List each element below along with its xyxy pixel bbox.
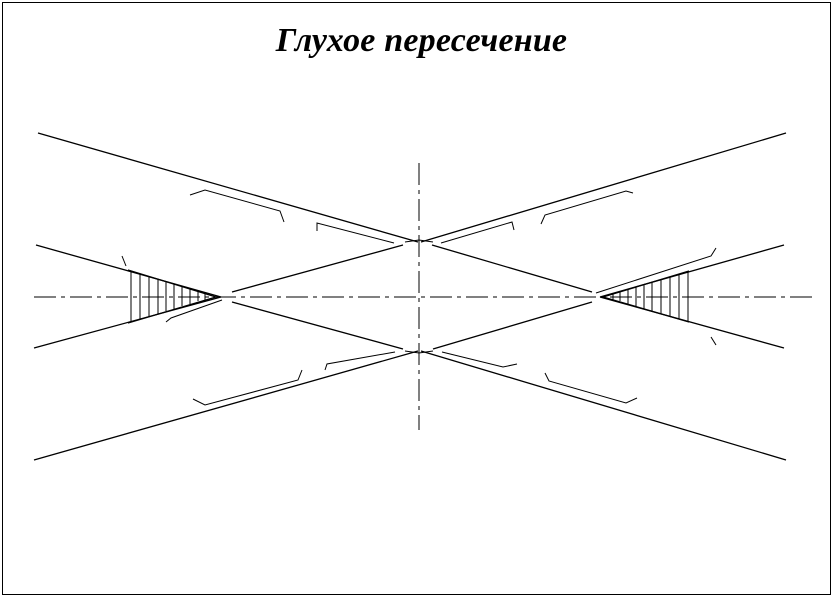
frog-right-wing-rail: [595, 247, 717, 294]
frog-right-wing-rail-bottom: [710, 336, 717, 346]
guard-rail-lower-left-2: [324, 351, 396, 371]
page-title: Глухое пересечение: [275, 22, 568, 59]
rail-right-frog-lower: [432, 301, 593, 350]
center-joint-top: [404, 239, 434, 243]
guard-rail-upper-left-2: [316, 222, 395, 244]
guard-rail-lower-right-1: [544, 372, 638, 404]
rail-lower-left-outer: [33, 350, 419, 461]
rail-right-frog-upper: [431, 244, 593, 293]
frog-left-hatching: [130, 271, 206, 322]
rail-upper-left-outer: [37, 132, 419, 243]
guard-rail-upper-right-1: [540, 190, 634, 225]
guard-rail-lower-left-1: [192, 369, 303, 406]
frog-left-wing-rail-top: [121, 255, 127, 267]
rail-left-frog-lower: [231, 301, 404, 350]
center-joint-bottom: [404, 350, 434, 354]
rail-lower-right-outer: [420, 350, 787, 461]
rail-left-inner-lower: [33, 296, 222, 349]
frog-left-wing-rail: [165, 299, 223, 323]
guard-rail-lower-right-2: [441, 351, 518, 368]
frog-right-wedge: [600, 270, 690, 323]
rail-upper-right-outer: [420, 132, 787, 243]
rail-left-inner-upper: [35, 244, 222, 298]
frog-left-wedge: [127, 269, 219, 324]
frog-right-hatching: [612, 271, 689, 322]
guard-rail-upper-right-2: [440, 221, 515, 244]
rail-left-frog-upper: [231, 244, 404, 293]
guard-rail-upper-left-1: [189, 189, 285, 223]
